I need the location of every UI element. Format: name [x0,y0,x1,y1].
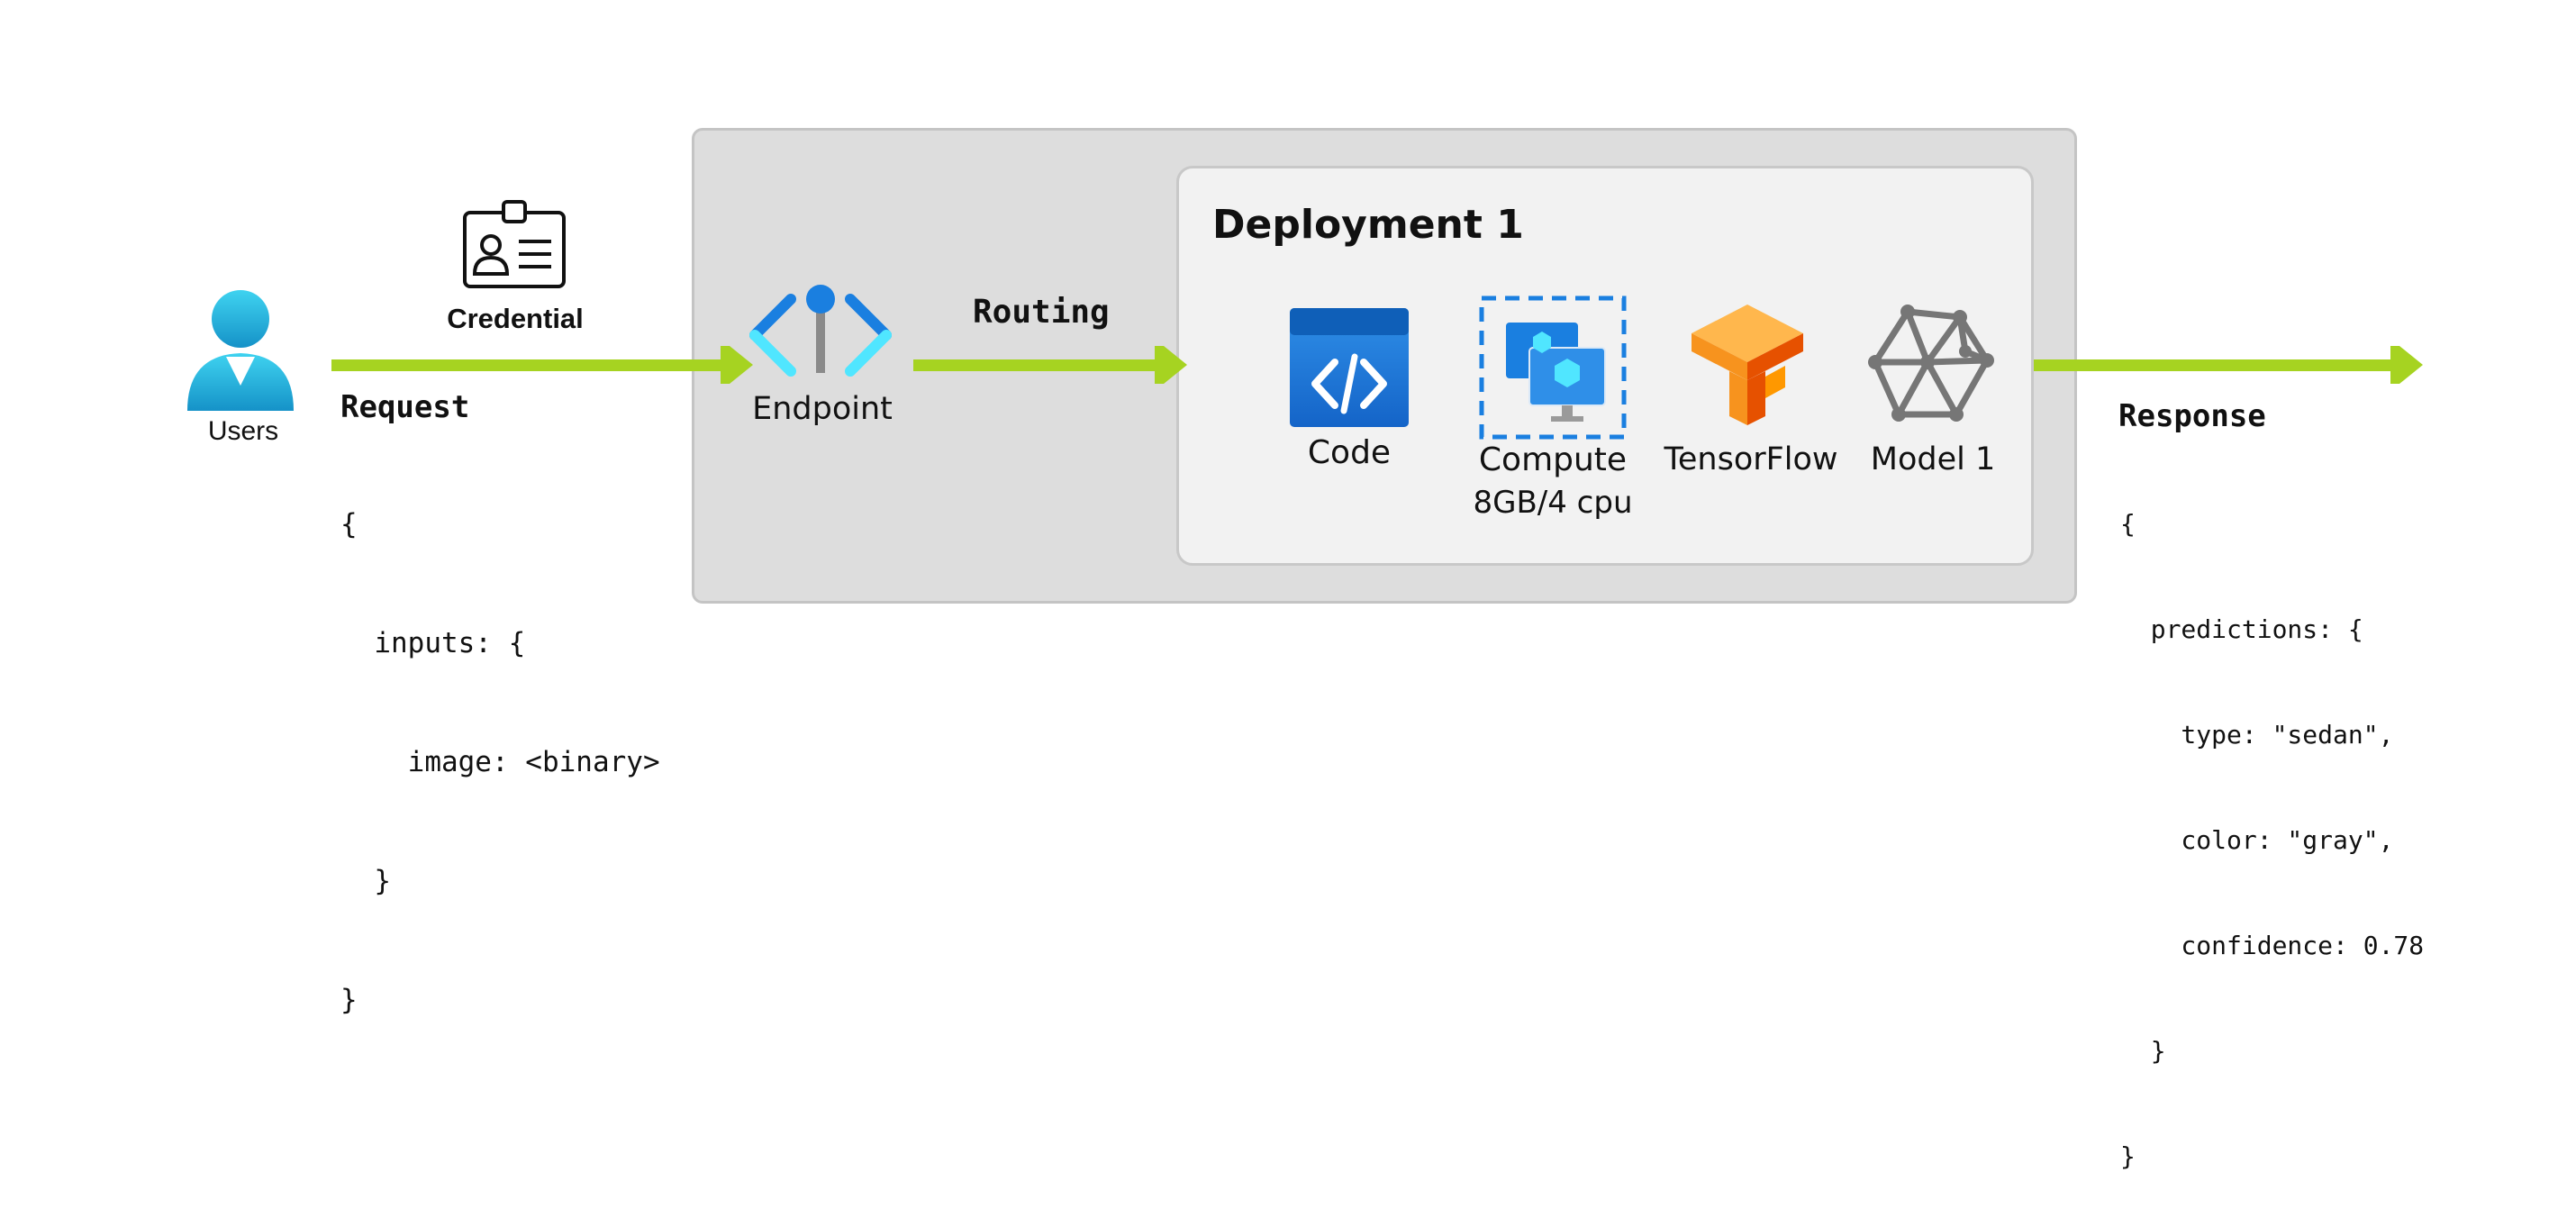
response-title: Response [2118,398,2266,434]
response-line: } [2120,1141,2136,1171]
arrow-deployment-to-response [2034,346,2423,384]
response-line: { [2120,509,2136,539]
request-title: Request [340,389,470,425]
user-icon [187,290,294,411]
credential-icon [463,200,566,288]
model-label: Model 1 [1870,441,1996,477]
compute-icon [1479,295,1627,440]
request-body: { inputs: { image: <binary> } } [340,425,660,1059]
compute-spec-label: 8GB/4 cpu [1473,485,1633,521]
endpoint-icon [749,285,892,377]
response-line: predictions: { [2120,614,2363,644]
arrow-users-to-endpoint [331,346,753,384]
arrows-layer [331,346,2423,384]
request-line: } [340,984,358,1016]
request-line: image: <binary> [340,746,660,778]
response-line: color: "gray", [2120,825,2394,855]
response-line: } [2120,1036,2166,1066]
users-label: Users [207,416,279,446]
request-line: inputs: { [340,627,526,659]
arrow-endpoint-to-deployment [913,346,1187,384]
tensorflow-icon [1692,305,1803,425]
code-label: Code [1307,434,1392,471]
routing-label: Routing [973,294,1110,331]
endpoint-label: Endpoint [752,391,893,427]
compute-label: Compute [1478,441,1628,478]
response-line: type: "sedan", [2120,720,2394,750]
code-icon [1290,308,1409,427]
tensorflow-label: TensorFlow [1664,441,1838,477]
request-line: } [340,865,391,897]
credential-label: Credential [447,303,584,334]
model-icon [1868,305,1994,422]
response-body: { predictions: { type: "sedan", color: "… [2120,436,2424,1209]
response-line: confidence: 0.78 [2120,931,2425,960]
request-line: { [340,508,358,541]
deployment-title: Deployment 1 [1212,202,1524,248]
